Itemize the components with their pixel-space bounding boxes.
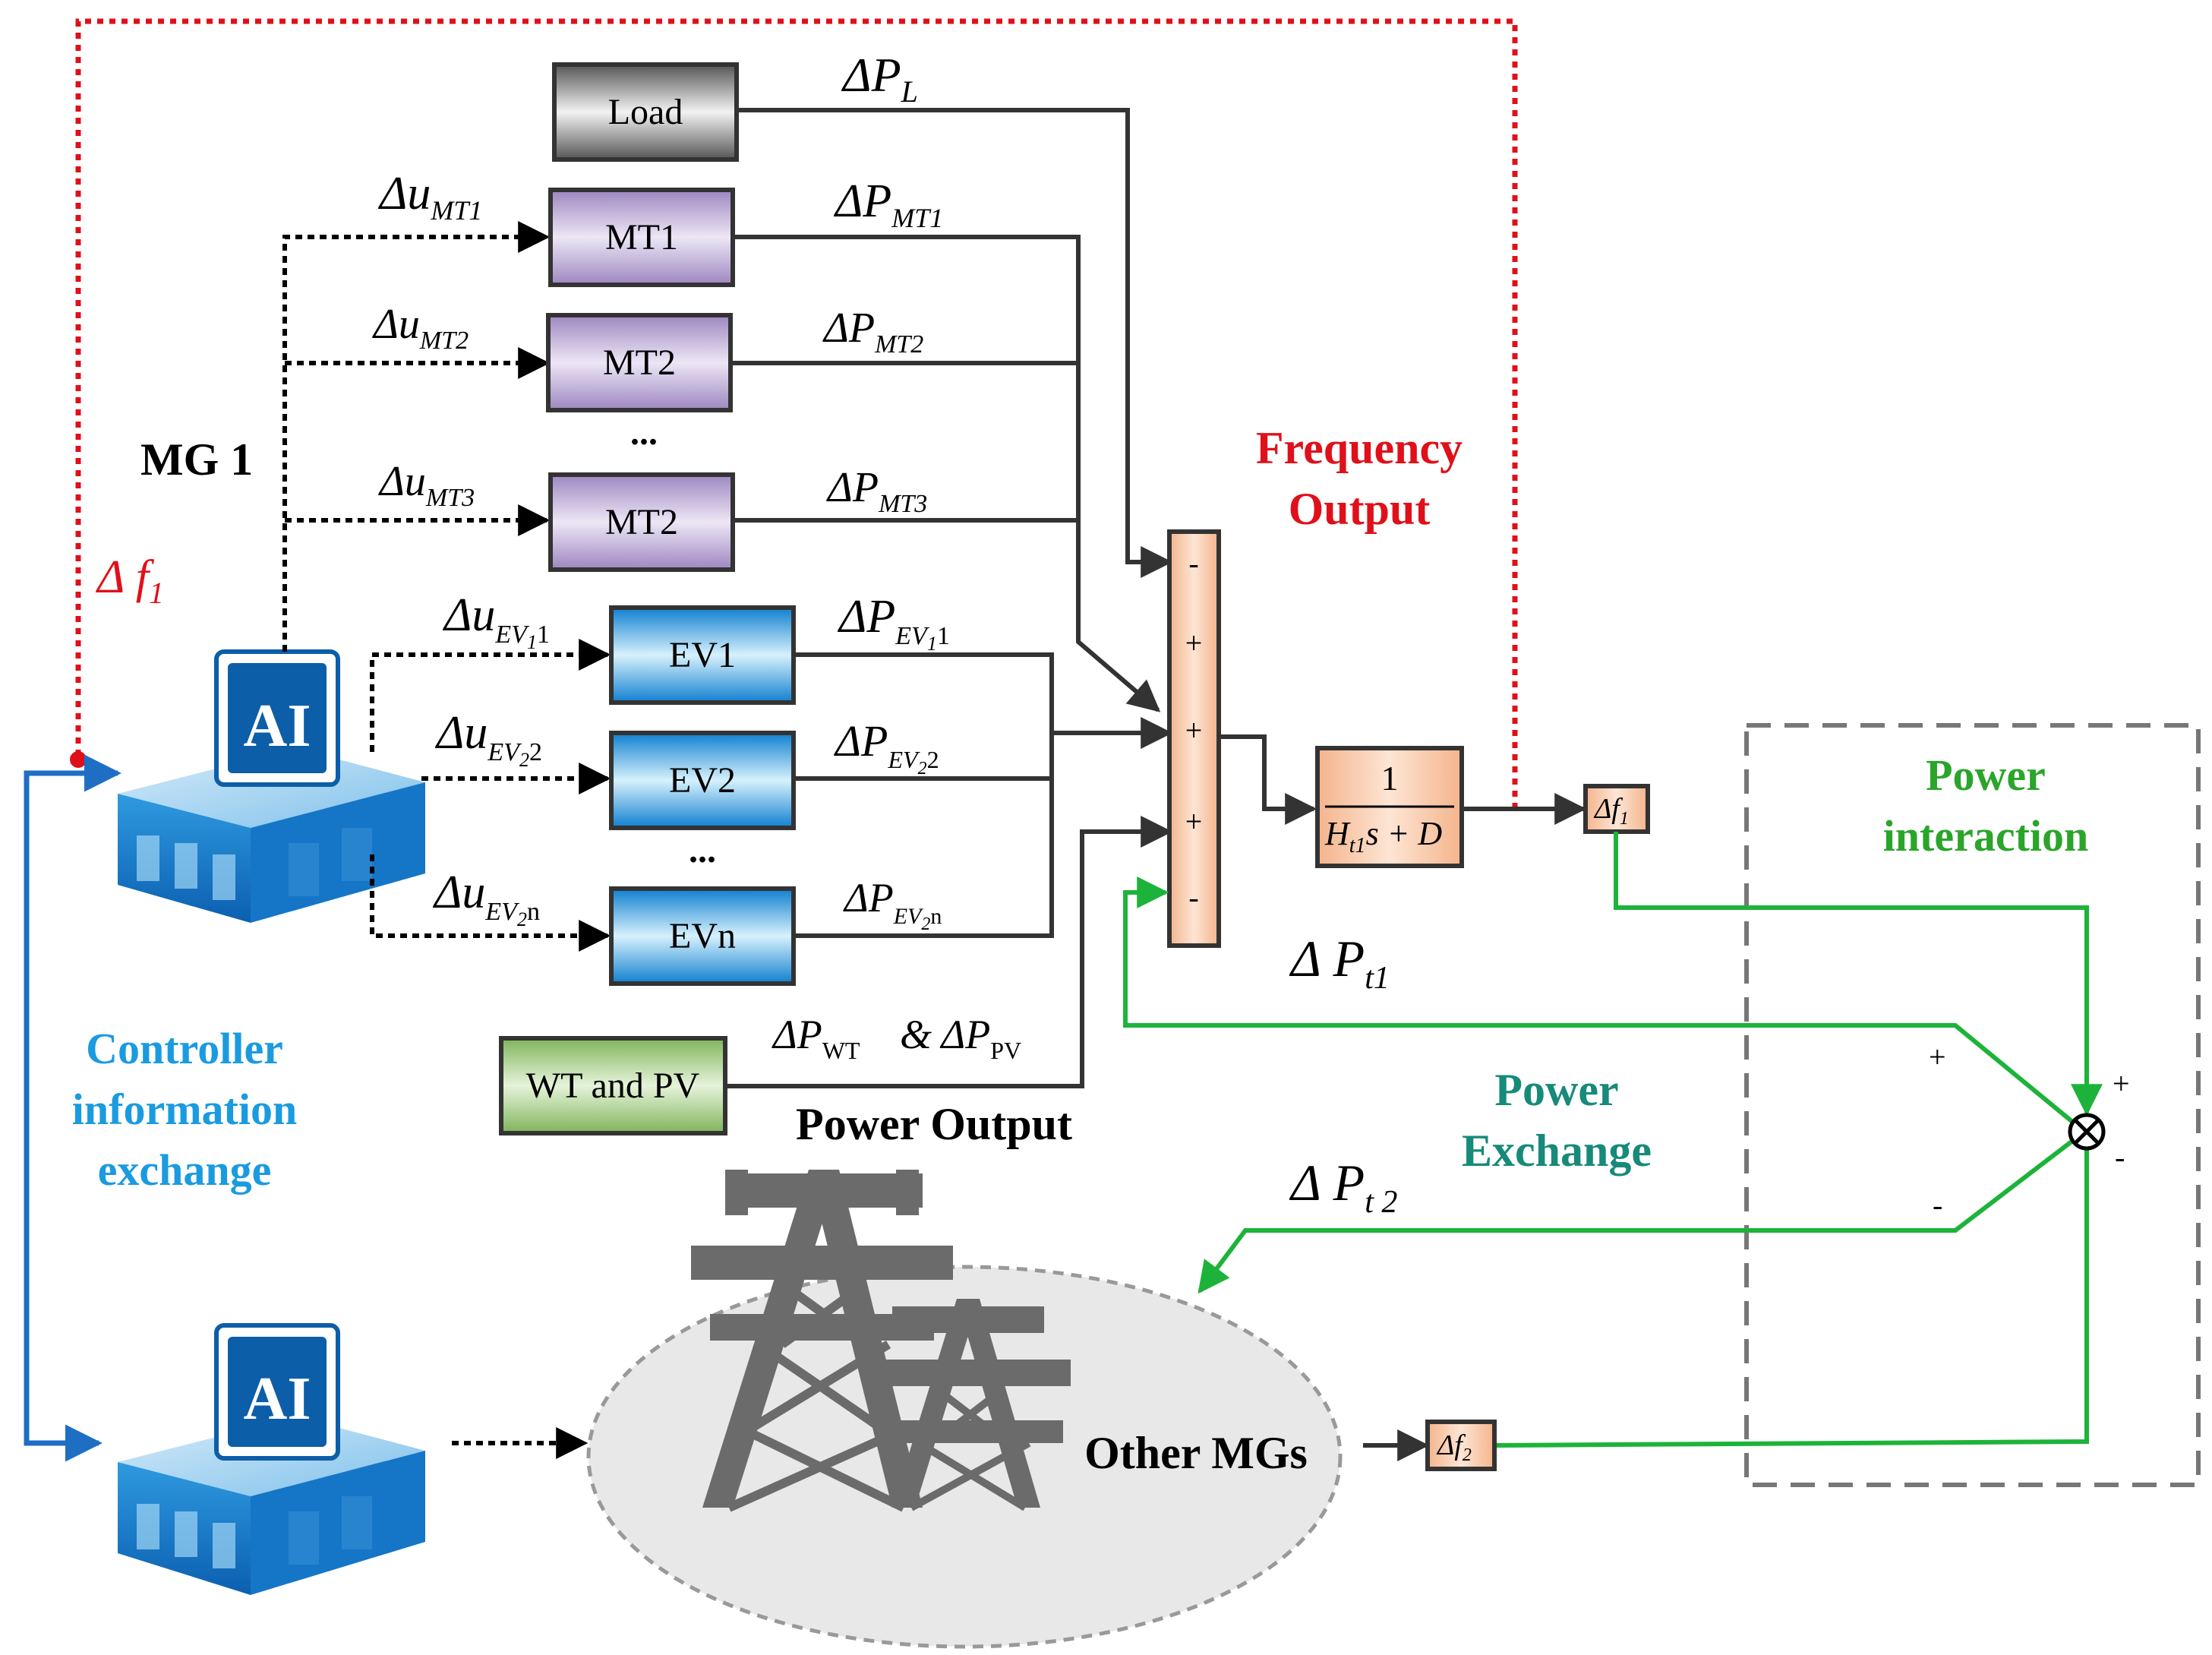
- summing-block: - + + + -: [1167, 529, 1221, 948]
- svg-text:Power: Power: [1926, 750, 2046, 800]
- svg-text:exchange: exchange: [98, 1145, 272, 1195]
- junction-sign-top-left: +: [1929, 1040, 1946, 1074]
- load-block: Load: [552, 62, 739, 162]
- svg-text:MT2: MT2: [603, 343, 676, 383]
- svg-text:Load: Load: [608, 92, 683, 132]
- dp-l-label: ΔPL: [841, 48, 918, 109]
- ai-controller-other-mgs: AI: [118, 1323, 425, 1595]
- svg-text:WT and PV: WT and PV: [526, 1066, 700, 1106]
- svg-text:EVn: EVn: [669, 916, 736, 956]
- feedback-junction-dot: [70, 751, 87, 768]
- du-mt1-label: ΔuMT1: [377, 168, 482, 226]
- svg-text:ΔuEV11: ΔuEV11: [442, 589, 550, 653]
- svg-text:interaction: interaction: [1883, 811, 2089, 861]
- control-signal-lines: [282, 221, 611, 1459]
- power-output-lines: [725, 108, 1587, 1088]
- frequency-feedback-line: [75, 18, 1518, 809]
- svg-text:ΔPMT2: ΔPMT2: [822, 305, 923, 358]
- other-mgs-label: Other MGs: [1084, 1428, 1308, 1478]
- svg-text:ΔPL: ΔPL: [841, 48, 918, 109]
- ai-badge-2: AI: [214, 1323, 340, 1461]
- svg-text:ΔPMT1: ΔPMT1: [833, 175, 943, 233]
- sum-sign-2: +: [1185, 626, 1203, 660]
- svg-text:MT2: MT2: [605, 502, 678, 542]
- ev1-block: EV1: [609, 605, 796, 705]
- dp-wt-pv-label: ΔPWT & ΔPPV: [772, 1012, 1021, 1064]
- junction-sign-bottom-right: -: [2115, 1140, 2125, 1174]
- du-mt3-label: ΔuMT3: [378, 458, 475, 512]
- sum-sign-1: -: [1188, 546, 1198, 580]
- mt1-block: MT1: [548, 188, 735, 287]
- du-evn-label: ΔuEV2n: [432, 867, 540, 930]
- du-mt2-label: ΔuMT2: [372, 301, 469, 355]
- du-ev1-label: ΔuEV11: [442, 589, 550, 653]
- svg-text:ΔuEV22: ΔuEV22: [434, 707, 542, 771]
- ai-badge-1: AI: [214, 649, 340, 787]
- power-interaction-lines: [1123, 832, 2103, 1448]
- mt2-block-a: MT2: [546, 313, 733, 412]
- svg-text:Δf1: Δf1: [1593, 793, 1629, 829]
- svg-text:ΔPEV11: ΔPEV11: [837, 591, 950, 655]
- svg-text:Δf2: Δf2: [1436, 1429, 1472, 1465]
- svg-text:Output: Output: [1289, 484, 1431, 534]
- delta-f1-feedback-label: Δ f1: [95, 551, 164, 610]
- transmission-tower-small-icon: [873, 1299, 1071, 1511]
- svg-text:ΔPMT3: ΔPMT3: [826, 464, 927, 518]
- svg-text:1: 1: [1381, 759, 1399, 797]
- svg-text:ΔuMT3: ΔuMT3: [378, 458, 475, 512]
- ai-controller-mg1: AI: [118, 649, 425, 923]
- dp-mt1-label: ΔPMT1: [833, 175, 943, 233]
- svg-text:Ht1s + D: Ht1s + D: [1324, 815, 1442, 858]
- svg-text:AI: AI: [244, 693, 311, 760]
- svg-text:MT1: MT1: [605, 217, 678, 257]
- junction-sign-bottom-left: -: [1933, 1188, 1942, 1222]
- dp-ev2-label: ΔPEV22: [834, 716, 939, 779]
- svg-text:Δ Pt1: Δ Pt1: [1289, 930, 1390, 996]
- mt2-block-b: MT2: [548, 472, 735, 572]
- dp-t2-label: Δ Pt 2: [1289, 1154, 1397, 1220]
- power-interaction-label: Power interaction: [1883, 750, 2089, 861]
- sum-sign-4: +: [1185, 804, 1203, 839]
- dp-mt3-label: ΔPMT3: [826, 464, 927, 518]
- svg-text:ΔPEV2n: ΔPEV2n: [843, 875, 942, 934]
- svg-text:& ΔPPV: & ΔPPV: [900, 1012, 1021, 1064]
- frequency-output-label: Frequency Output: [1256, 423, 1463, 534]
- svg-text:ΔPEV22: ΔPEV22: [834, 716, 939, 779]
- wt-pv-block: WT and PV: [499, 1036, 727, 1135]
- dp-mt2-label: ΔPMT2: [822, 305, 923, 358]
- du-ev2-label: ΔuEV22: [434, 707, 542, 771]
- svg-text:Controller: Controller: [86, 1024, 283, 1073]
- ev-ellipsis: ...: [689, 830, 716, 870]
- mt-ellipsis: ...: [630, 412, 658, 453]
- power-output-label: Power Output: [796, 1099, 1072, 1149]
- sum-sign-3: +: [1185, 713, 1203, 747]
- controller-information-exchange-label: Controller information exchange: [72, 1024, 297, 1195]
- evn-block: EVn: [609, 886, 796, 986]
- power-exchange-label: Power Exchange: [1462, 1065, 1652, 1176]
- delta-f2-block: Δf2: [1425, 1420, 1497, 1471]
- svg-text:Δ Pt 2: Δ Pt 2: [1289, 1154, 1397, 1220]
- svg-text:Power: Power: [1494, 1065, 1618, 1115]
- mg1-label: MG 1: [140, 434, 253, 485]
- dp-ev1-label: ΔPEV11: [837, 591, 950, 655]
- delta-f1-block: Δf1: [1583, 784, 1650, 834]
- junction-sign-top-right: +: [2113, 1066, 2130, 1101]
- svg-text:AI: AI: [244, 1366, 311, 1432]
- svg-text:EV2: EV2: [669, 760, 736, 801]
- svg-text:information: information: [72, 1085, 297, 1134]
- svg-text:Frequency: Frequency: [1256, 423, 1463, 473]
- svg-text:ΔuMT1: ΔuMT1: [377, 168, 482, 226]
- svg-text:EV1: EV1: [669, 635, 736, 675]
- ev2-block: EV2: [609, 731, 796, 830]
- interaction-summing-junction: [2068, 1113, 2106, 1151]
- sum-sign-5: -: [1188, 880, 1198, 914]
- svg-text:ΔPWT: ΔPWT: [772, 1012, 860, 1064]
- dp-evn-label: ΔPEV2n: [843, 875, 942, 934]
- dp-t1-label: Δ Pt1: [1289, 930, 1390, 996]
- transfer-function-block: 1 Ht1s + D: [1315, 746, 1464, 868]
- svg-text:ΔuMT2: ΔuMT2: [372, 301, 469, 355]
- svg-text:Exchange: Exchange: [1462, 1126, 1652, 1176]
- svg-text:ΔuEV2n: ΔuEV2n: [432, 867, 540, 930]
